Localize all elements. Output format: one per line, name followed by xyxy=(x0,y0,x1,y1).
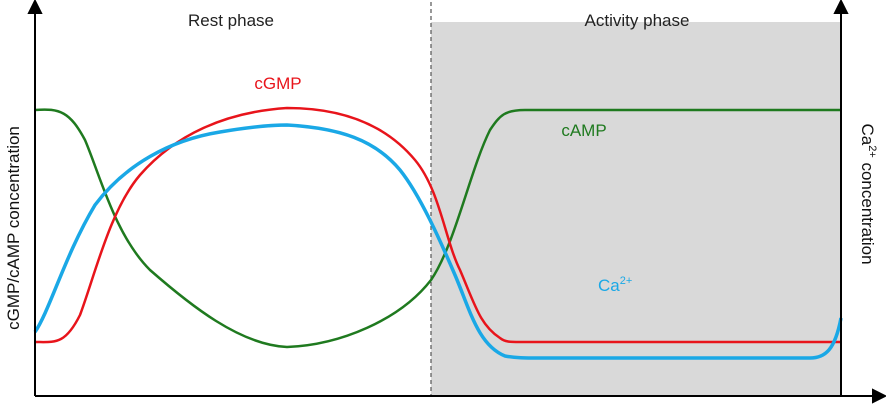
cgmp-curve xyxy=(34,106,841,344)
ca-label: Ca2+ xyxy=(598,275,632,295)
time-axis-arrow-icon xyxy=(872,388,886,404)
camp-label: cAMP xyxy=(561,121,606,140)
axes xyxy=(27,0,886,404)
activity-phase-region xyxy=(431,22,841,396)
right-axis-arrow-icon xyxy=(833,0,849,14)
camp-curve xyxy=(34,108,841,349)
left-axis-arrow-icon xyxy=(27,0,43,14)
cgmp-label: cGMP xyxy=(254,74,301,93)
rest-phase-label: Rest phase xyxy=(188,11,274,30)
left-axis-label: cGMP/cAMP concentration xyxy=(4,126,23,330)
ca-curve xyxy=(33,123,843,360)
activity-phase-label: Activity phase xyxy=(585,11,690,30)
right-axis-label: Ca2+ concentration xyxy=(858,123,878,264)
